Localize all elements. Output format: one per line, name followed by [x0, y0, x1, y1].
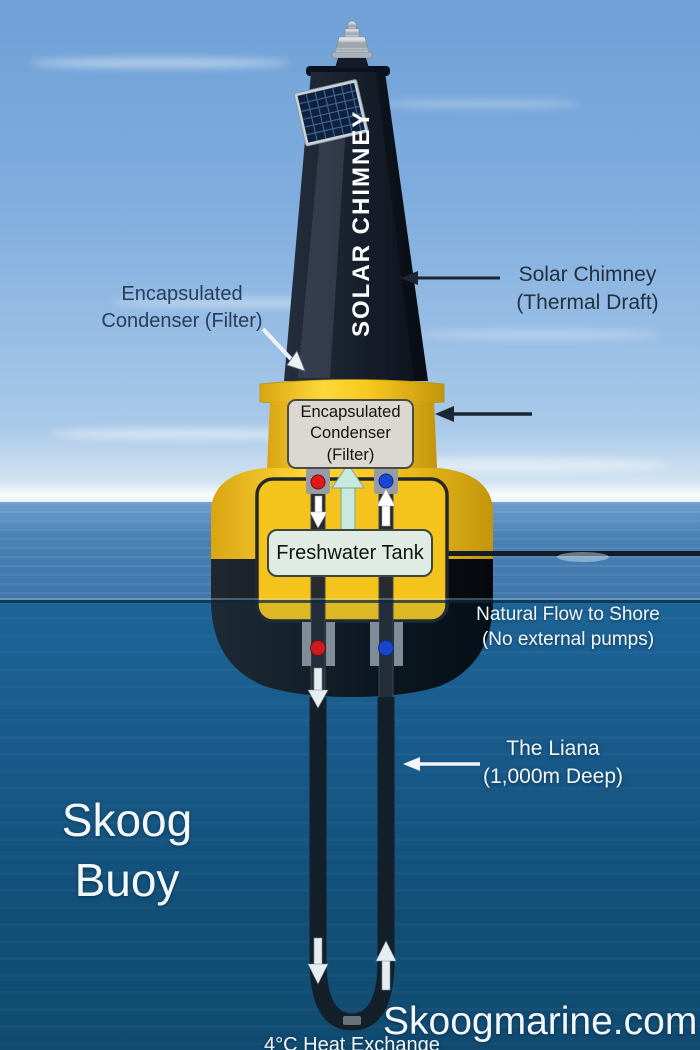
condenser-callout-arrow-icon	[286, 350, 306, 372]
natural-flow-line1: Natural Flow to Shore	[476, 604, 660, 625]
condenser-pointer-arrow-icon	[435, 406, 454, 422]
shore-pipe	[432, 551, 700, 556]
waterline	[0, 598, 700, 600]
cloud	[110, 298, 410, 308]
cold-port-icon	[378, 473, 394, 489]
natural-flow-callout: Natural Flow to Shore (No external pumps…	[448, 603, 688, 652]
natural-flow-line2: (No external pumps)	[481, 628, 655, 650]
hot-port-icon	[310, 474, 326, 490]
underwater-tint	[0, 603, 700, 1050]
liana-pipe	[307, 667, 397, 1031]
brand-name-line2: Buoy	[74, 853, 180, 906]
callout-arrows	[261, 271, 532, 771]
cold-port-icon	[378, 640, 394, 656]
splash	[557, 552, 609, 562]
freshwater-tank-label: Freshwater Tank	[276, 541, 424, 564]
heat-exchange-label: 4°C Heat Exchange	[264, 1034, 440, 1050]
condenser-box-line1: Encapsulated	[300, 403, 401, 422]
cloud	[380, 100, 580, 108]
condensate-up-arrow-icon	[331, 463, 365, 489]
condenser-callout-line2: Condenser (Filter)	[101, 310, 263, 332]
flow-up-arrow-icon	[376, 488, 396, 507]
freshwater-tank-box: Freshwater Tank	[267, 529, 433, 577]
website-label: Skoogmarine.com	[383, 1000, 698, 1043]
beacon-light	[331, 20, 373, 68]
condenser-box-line2: Condenser	[310, 424, 391, 443]
cloud	[50, 428, 330, 440]
condenser-callout-line1: Encapsulated	[121, 283, 243, 305]
solar-panel-icon	[293, 79, 369, 147]
liana-callout: The Liana (1,000m Deep)	[443, 735, 663, 792]
solar-chimney-callout-line1: Solar Chimney	[518, 263, 657, 286]
chimney-callout-arrow-icon	[400, 271, 418, 285]
flow-up-arrow-icon	[375, 940, 397, 962]
cloud	[30, 58, 290, 68]
flow-down-arrow-icon	[309, 511, 328, 529]
waterline	[0, 600, 700, 603]
flow-down-arrow-icon	[307, 963, 329, 985]
underwater-background	[0, 600, 700, 1050]
chimney-vertical-label: SOLAR CHIMNEY	[348, 109, 375, 337]
brand-name-line1: Skoog	[61, 794, 193, 846]
condenser-box: Encapsulated Condenser (Filter)	[287, 399, 414, 469]
condenser-box-line3: (Filter)	[326, 445, 375, 464]
brand-name: Skoog Buoy	[27, 791, 227, 911]
liana-callout-line1: The Liana	[506, 737, 600, 760]
hot-port-icon	[310, 640, 326, 656]
liana-callout-arrow-icon	[403, 757, 420, 771]
solar-chimney-callout-line2: (Thermal Draft)	[516, 291, 659, 315]
condenser-callout: Encapsulated Condenser (Filter)	[67, 281, 297, 335]
solar-chimney-callout: Solar Chimney (Thermal Draft)	[495, 261, 680, 318]
flow-down-arrow-icon	[314, 495, 323, 515]
flow-up-arrow-icon	[381, 503, 391, 527]
flow-down-arrow-icon	[307, 689, 329, 709]
solar-chimney	[284, 66, 428, 381]
condenser-callout-arrow-icon	[261, 327, 293, 361]
liana-callout-line2: (1,000m Deep)	[482, 765, 624, 789]
lower-fittings	[302, 622, 403, 666]
cloud	[420, 330, 660, 339]
